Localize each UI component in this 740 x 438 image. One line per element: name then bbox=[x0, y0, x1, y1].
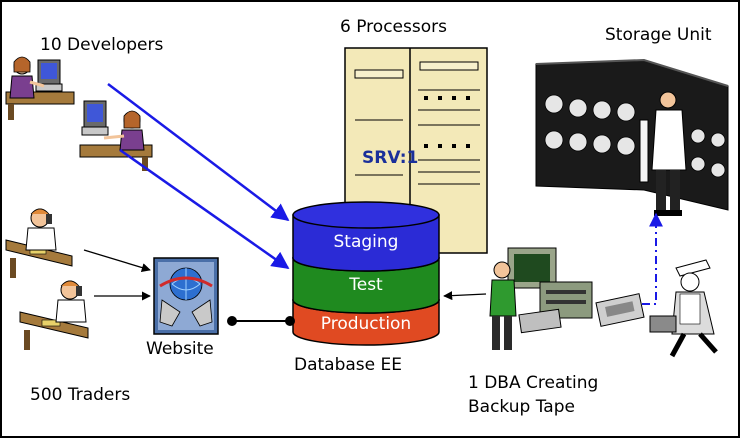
db-layer-test: Test bbox=[348, 275, 383, 295]
developers-label: 10 Developers bbox=[40, 35, 163, 55]
website-label: Website bbox=[146, 339, 214, 359]
trader-1-icon bbox=[5, 208, 73, 278]
storage-label: Storage Unit bbox=[605, 25, 712, 45]
connector-dot-left bbox=[227, 316, 237, 326]
db-layer-staging: Staging bbox=[334, 232, 399, 252]
connector-dot-right bbox=[285, 316, 295, 326]
dba-label-line1: 1 DBA Creating bbox=[468, 373, 598, 393]
courier-icon bbox=[649, 259, 718, 358]
server-label: SRV:1 bbox=[362, 148, 418, 168]
backup-transport-arrow bbox=[642, 212, 663, 305]
backup-tape-icon bbox=[595, 293, 645, 327]
dba-icon bbox=[489, 247, 593, 350]
dba-label-line2: Backup Tape bbox=[468, 397, 575, 417]
developer-arrow-staging bbox=[107, 83, 290, 222]
developer-1-icon bbox=[5, 56, 75, 120]
trader-2-icon bbox=[19, 280, 89, 350]
db-layer-production: Production bbox=[321, 314, 411, 334]
trader-arrow-1 bbox=[83, 249, 151, 272]
processors-label: 6 Processors bbox=[340, 17, 447, 37]
storage-unit-icon bbox=[535, 58, 729, 216]
dba-arrow bbox=[443, 291, 487, 301]
developer-arrow-test bbox=[119, 148, 290, 270]
traders-label: 500 Traders bbox=[30, 385, 130, 405]
database-cylinder: Staging Test Production bbox=[292, 201, 440, 346]
developer-2-icon bbox=[79, 100, 153, 171]
website-icon bbox=[153, 257, 219, 335]
database-label: Database EE bbox=[294, 355, 402, 375]
